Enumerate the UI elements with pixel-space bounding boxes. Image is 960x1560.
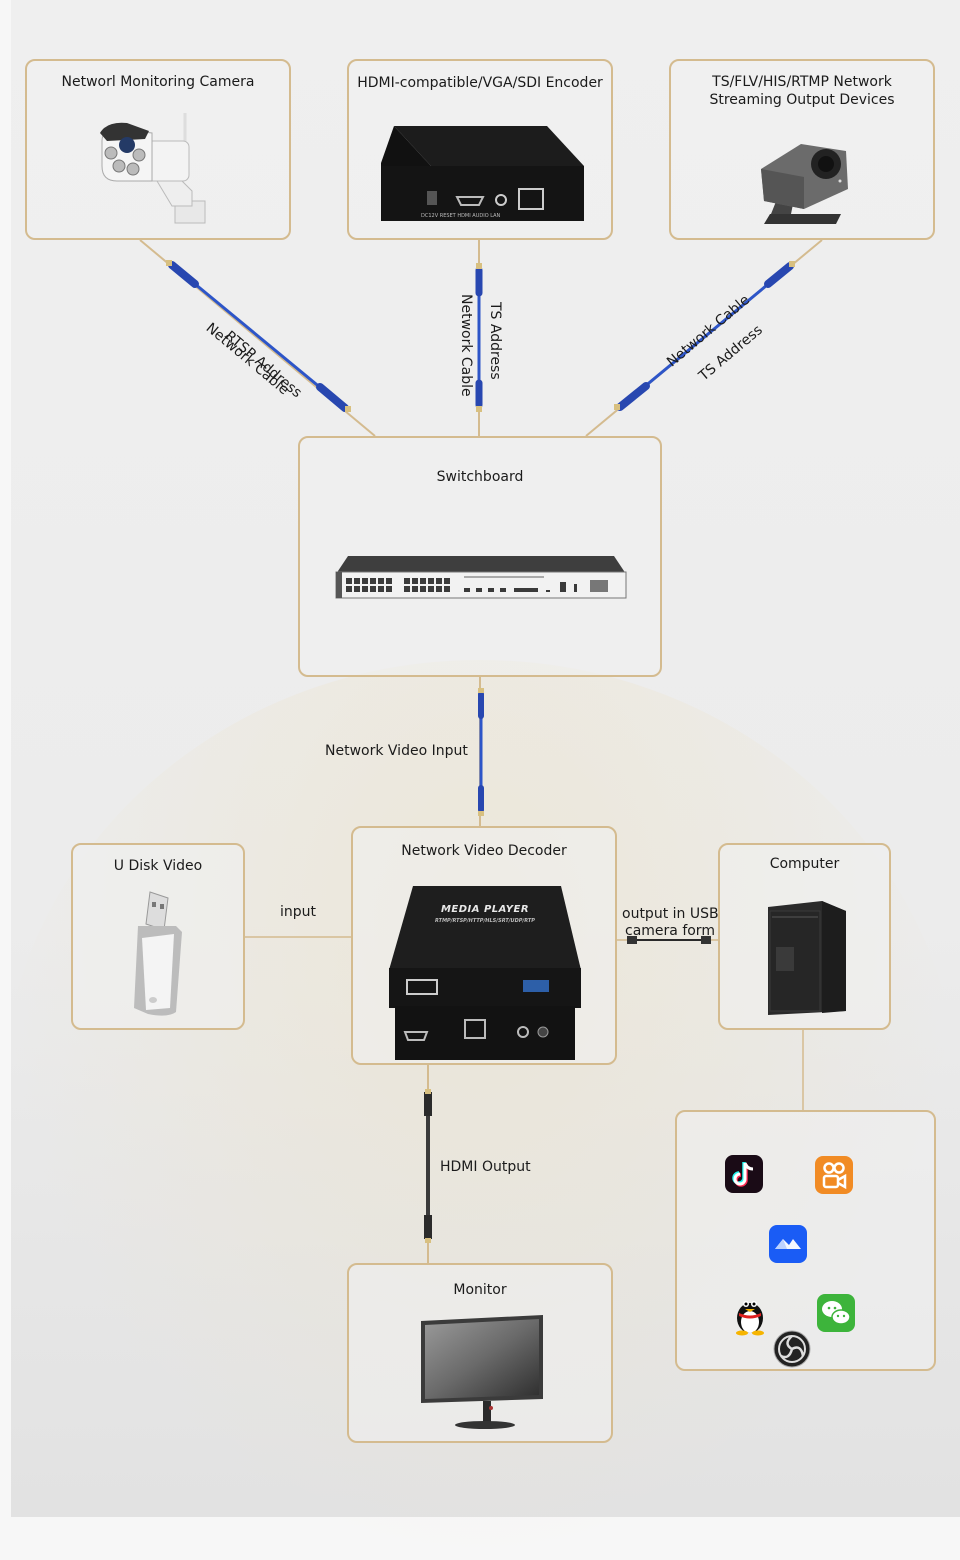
webcam-icon [761, 144, 848, 224]
label-input: input [280, 904, 317, 920]
node-network-video-decoder[interactable]: Network Video Decoder MEDIA PLAYER RTMP/… [351, 826, 617, 1065]
node-streaming-output[interactable]: TS/FLV/HIS/RTMP Network Streaming Output… [669, 59, 935, 240]
label-network-video-input: Network Video Input [325, 743, 468, 759]
obs-icon [773, 1330, 811, 1368]
media-player-icon: MEDIA PLAYER RTMP/RTSP/HTTP/HLS/SRT/UDP/… [385, 880, 585, 1062]
node-title: Computer [769, 856, 840, 872]
node-encoder[interactable]: HDMI-compatible/VGA/SDI Encoder DC12V RE… [347, 59, 613, 240]
pc-tower-icon [768, 901, 846, 1015]
node-u-disk-video[interactable]: U Disk Video [71, 843, 245, 1030]
cable-hdmi [424, 1089, 432, 1243]
media-player-body [389, 886, 581, 1060]
node-computer[interactable]: Computer [718, 843, 891, 1030]
tiktok-icon [725, 1155, 763, 1193]
node-title: Network Video Decoder [401, 843, 567, 859]
node-network-camera[interactable]: Networl Monitoring Camera [25, 59, 291, 240]
node-title: U Disk Video [113, 858, 203, 874]
svg-text:DC12V RESET HDMI AUDIO LAN: DC12V RESET HDMI AUDIO LAN [421, 213, 501, 219]
network-switch-icon [335, 556, 627, 599]
node-title-line1: TS/FLV/HIS/RTMP Network [712, 74, 892, 90]
label-network-cable-center: Network Cable [458, 294, 474, 397]
connectors [139, 239, 823, 1263]
kuaishou-glyph [822, 1162, 847, 1190]
monitor-icon [421, 1315, 543, 1429]
wechat-glyph [822, 1301, 851, 1325]
label-usb-output-1: output in USB [622, 906, 719, 922]
cable-streaming-switch [614, 261, 795, 411]
cable-usb [627, 936, 711, 944]
node-title: Switchboard [436, 469, 524, 485]
label-hdmi-output: HDMI Output [440, 1159, 531, 1175]
cable-switch-decoder [478, 688, 484, 816]
node-streaming-apps[interactable] [675, 1110, 936, 1371]
node-title: Networl Monitoring Camera [61, 74, 255, 90]
cable-encoder-switch [475, 263, 483, 412]
cable-camera-switch [166, 260, 351, 412]
label-usb-output-2: camera form [625, 923, 715, 939]
label-ts-address-center: TS Address [487, 302, 503, 380]
node-switchboard[interactable]: Switchboard [298, 436, 662, 677]
node-title-line2: Streaming Output Devices [709, 92, 895, 108]
node-title: Monitor [453, 1282, 507, 1298]
decoder-protocols: RTMP/RTSP/HTTP/HLS/SRT/UDP/RTP [435, 918, 535, 924]
usb-drive-icon [134, 891, 182, 1016]
kuaishou-icon [815, 1156, 853, 1194]
decoder-brand: MEDIA PLAYER [440, 904, 530, 915]
node-monitor[interactable]: Monitor [347, 1263, 613, 1443]
tencent-meeting-glyph [775, 1239, 801, 1249]
tiktok-glyph [732, 1162, 754, 1187]
qq-icon [736, 1301, 764, 1336]
node-title: HDMI-compatible/VGA/SDI Encoder [357, 75, 603, 91]
wechat-icon [817, 1294, 855, 1332]
security-camera-icon [100, 113, 206, 224]
tencent-meeting-icon [769, 1225, 807, 1263]
encoder-box-icon: DC12V RESET HDMI AUDIO LAN [381, 126, 584, 221]
